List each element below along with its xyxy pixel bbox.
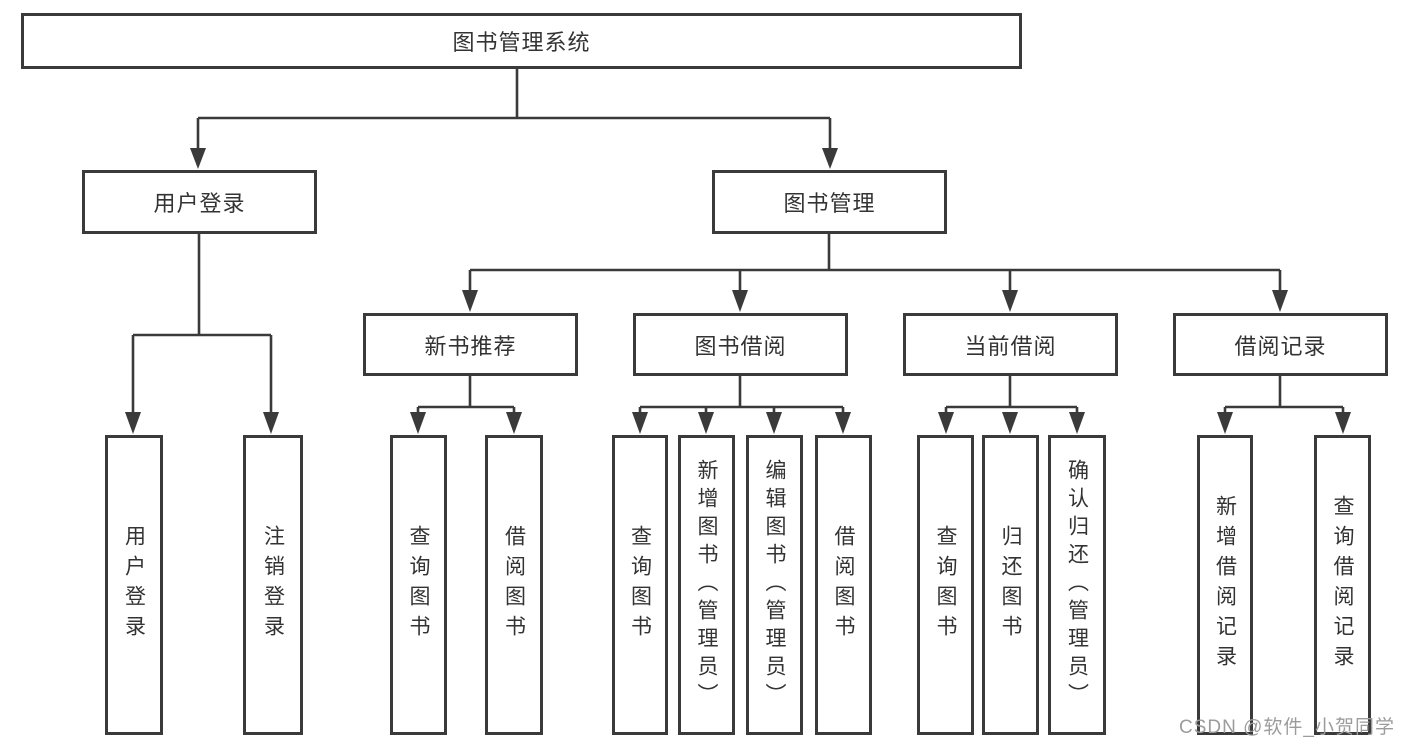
node-label: 编辑图书（管理员） bbox=[763, 459, 786, 711]
node-book-management: 图书管理 bbox=[712, 170, 947, 234]
node-book-borrow: 图书借阅 bbox=[633, 313, 848, 376]
node-label: 图书管理 bbox=[783, 191, 876, 216]
leaf-query-borrow-record: 查询借阅记录 bbox=[1314, 435, 1371, 735]
node-label: 借阅图书 bbox=[502, 525, 526, 645]
node-label: 用户登录 bbox=[153, 191, 246, 216]
leaf-borrow-book: 借阅图书 bbox=[815, 435, 872, 735]
leaf-query-book-current: 查询图书 bbox=[917, 435, 974, 735]
leaf-logout: 注销登录 bbox=[243, 435, 303, 735]
node-label: 图书借阅 bbox=[694, 333, 787, 359]
node-label: 查询借阅记录 bbox=[1331, 495, 1354, 675]
node-label: 借阅图书 bbox=[832, 525, 855, 645]
node-label: 新增借阅记录 bbox=[1213, 495, 1237, 675]
node-label: 确认归还（管理员） bbox=[1065, 459, 1089, 711]
node-current-borrow: 当前借阅 bbox=[903, 313, 1118, 376]
node-label: 归还图书 bbox=[999, 525, 1022, 645]
node-label: 注销登录 bbox=[261, 525, 285, 645]
leaf-query-book-recommend: 查询图书 bbox=[390, 435, 447, 735]
node-label: 用户登录 bbox=[122, 525, 146, 645]
node-label: 新书推荐 bbox=[424, 333, 517, 359]
leaf-user-login: 用户登录 bbox=[105, 435, 163, 735]
leaf-confirm-return-admin: 确认归还（管理员） bbox=[1048, 435, 1106, 735]
node-root-system: 图书管理系统 bbox=[21, 13, 1022, 69]
leaf-add-book-admin: 新增图书（管理员） bbox=[678, 435, 735, 735]
node-label: 查询图书 bbox=[628, 525, 652, 645]
leaf-query-book-borrow: 查询图书 bbox=[612, 435, 668, 735]
leaf-add-borrow-record: 新增借阅记录 bbox=[1197, 435, 1253, 735]
node-label: 查询图书 bbox=[407, 525, 430, 645]
csdn-watermark: CSDN @软件_小贺同学 bbox=[1179, 717, 1395, 738]
node-new-book-recommend: 新书推荐 bbox=[363, 313, 578, 376]
node-label: 新增图书（管理员） bbox=[695, 459, 718, 711]
node-label: 图书管理系统 bbox=[452, 30, 591, 55]
node-label: 借阅记录 bbox=[1234, 333, 1327, 359]
node-label: 查询图书 bbox=[934, 525, 957, 645]
leaf-edit-book-admin: 编辑图书（管理员） bbox=[746, 435, 803, 735]
node-user-login: 用户登录 bbox=[82, 170, 317, 234]
leaf-return-book: 归还图书 bbox=[982, 435, 1039, 735]
leaf-borrow-book-recommend: 借阅图书 bbox=[485, 435, 543, 735]
node-borrow-record: 借阅记录 bbox=[1173, 313, 1388, 376]
node-label: 当前借阅 bbox=[964, 333, 1057, 359]
